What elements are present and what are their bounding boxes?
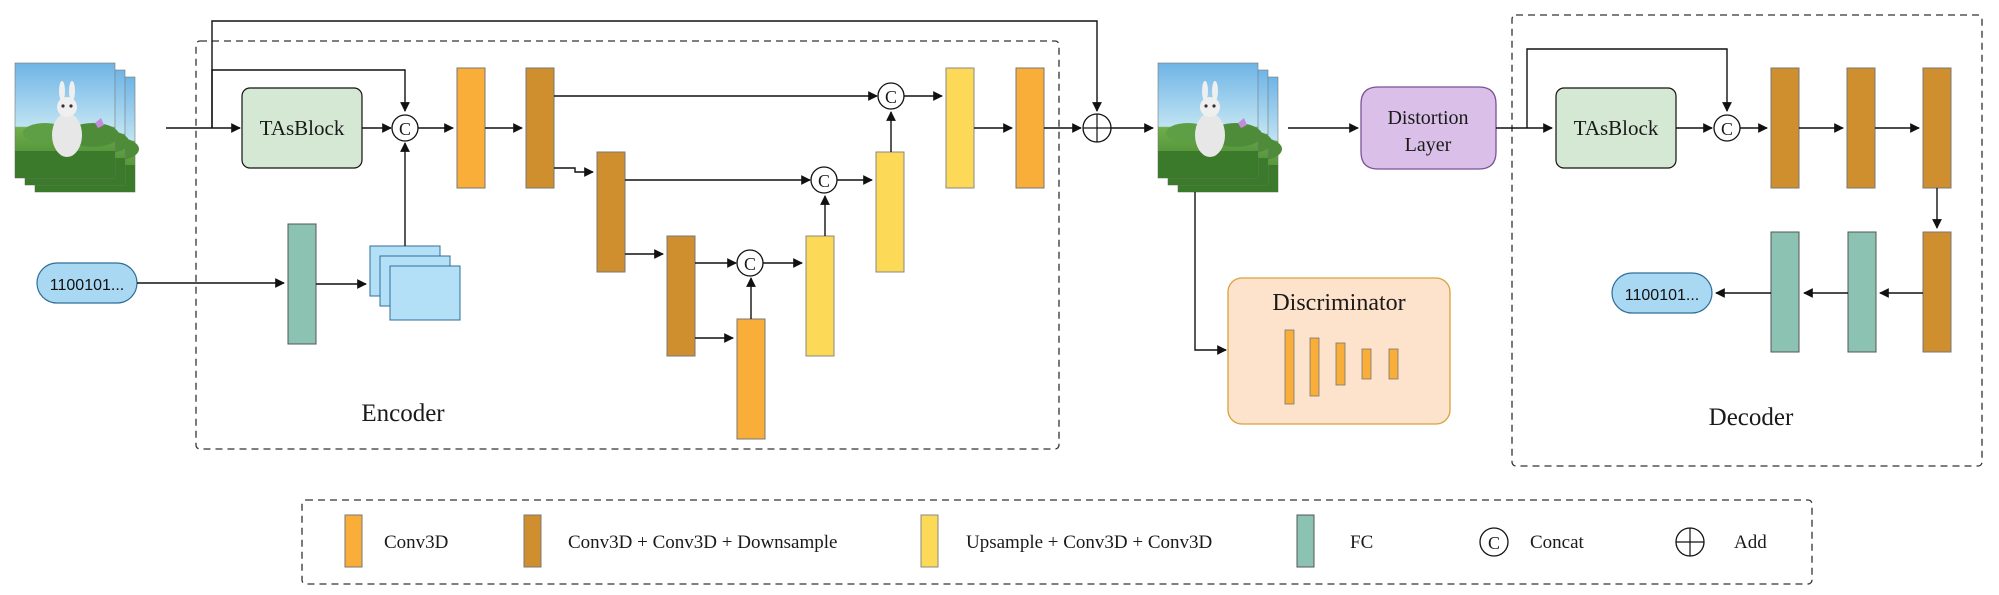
watermarked-video-frames-icon	[1157, 62, 1283, 193]
svg-text:C: C	[885, 87, 897, 107]
legend-label-conv3d: Conv3D	[384, 532, 448, 553]
encoder-concat-node-mid: C	[810, 166, 838, 194]
decoder-label: Decoder	[1709, 404, 1794, 431]
legend-item-concat: C Concat	[1479, 527, 1585, 557]
decoder-down-1	[1770, 67, 1800, 189]
decoder-fc-2	[1847, 231, 1877, 353]
decoder-down-4	[1922, 231, 1952, 353]
decoder-bits-text: 1100101...	[1625, 287, 1699, 304]
encoder-concat-node-1: C	[391, 114, 419, 142]
distortion-layer: Distortion Layer	[1360, 86, 1497, 170]
discriminator-conv-3	[1335, 342, 1346, 386]
encoder-concat-node-top: C	[877, 82, 905, 110]
arrow-down1-to-down2	[554, 167, 594, 177]
add-node	[1082, 113, 1112, 143]
encoder-conv3d-1	[456, 67, 486, 189]
encoder-upsample-1	[805, 235, 835, 357]
decoder-concat-node: C	[1713, 114, 1741, 142]
arrow-watermarked-to-discriminator	[1194, 192, 1227, 355]
encoder-bottleneck-conv3d	[736, 318, 766, 440]
legend-label-concat: Concat	[1530, 532, 1585, 553]
input-video-frames-icon	[14, 62, 140, 193]
legend-item-upsample: Upsample + Conv3D + Conv3D	[920, 514, 1212, 568]
decoder-boundary	[1511, 14, 1983, 467]
encoder-down-2	[596, 151, 626, 273]
decoder-down-3	[1922, 67, 1952, 189]
discriminator: Discriminator	[1227, 277, 1451, 425]
concat-icon: C	[1488, 533, 1500, 553]
legend-label-add: Add	[1734, 532, 1767, 553]
encoder-upsample-3	[945, 67, 975, 189]
skip-input-to-add	[211, 20, 1102, 128]
encoder-fc-layer	[287, 223, 317, 345]
discriminator-conv-1	[1284, 329, 1295, 405]
encoder-upsample-2	[875, 151, 905, 273]
decoder-down-2	[1846, 67, 1876, 189]
svg-text:C: C	[1721, 119, 1733, 139]
legend-item-add: Add	[1675, 527, 1767, 557]
legend-item-conv3d: Conv3D	[344, 514, 448, 568]
encoder-bits-text: 1100101...	[50, 277, 124, 294]
discriminator-conv-5	[1388, 348, 1399, 380]
encoder-message-bits: 1100101...	[36, 262, 138, 304]
encoder-concat-node-low: C	[736, 249, 764, 277]
encoder-label: Encoder	[361, 400, 445, 427]
legend-item-fc: FC	[1296, 514, 1373, 568]
svg-text:C: C	[399, 119, 411, 139]
add-icon	[1675, 527, 1705, 557]
decoder-fc-1	[1770, 231, 1800, 353]
distortion-label-line2: Layer	[1405, 134, 1452, 156]
legend-label-conv3d-downsample: Conv3D + Conv3D + Downsample	[568, 532, 837, 553]
legend-box	[301, 499, 1813, 585]
discriminator-label: Discriminator	[1272, 290, 1405, 316]
legend-label-upsample: Upsample + Conv3D + Conv3D	[966, 532, 1212, 553]
discriminator-conv-2	[1309, 337, 1320, 397]
encoder-down-3	[666, 235, 696, 357]
distortion-label-line1: Distortion	[1387, 107, 1468, 129]
legend-label-fc: FC	[1350, 532, 1373, 553]
encoder-tasblock: TAsBlock	[241, 87, 363, 169]
message-feature-maps	[369, 245, 461, 321]
encoder-boundary	[195, 40, 1060, 450]
svg-text:C: C	[744, 254, 756, 274]
encoder-conv3d-out	[1015, 67, 1045, 189]
decoder-message-bits: 1100101...	[1611, 272, 1713, 314]
encoder-down-1	[525, 67, 555, 189]
decoder-tasblock-label: TAsBlock	[1574, 116, 1659, 140]
encoder-tasblock-label: TAsBlock	[260, 116, 345, 140]
decoder-skip-to-concat	[1526, 48, 1732, 128]
discriminator-conv-4	[1361, 348, 1372, 380]
decoder-tasblock: TAsBlock	[1555, 87, 1677, 169]
svg-text:C: C	[818, 171, 830, 191]
legend-item-conv3d-downsample: Conv3D + Conv3D + Downsample	[523, 514, 837, 568]
